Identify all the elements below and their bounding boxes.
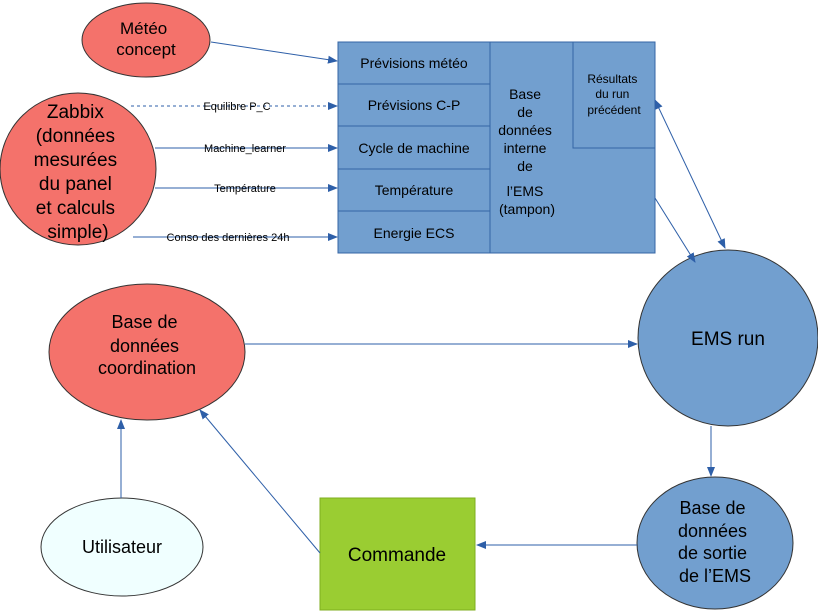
row-previsions-cp: Prévisions C-P bbox=[368, 97, 461, 113]
row-previsions-meteo: Prévisions météo bbox=[360, 55, 468, 71]
svg-text:Base de données de: Base de données de sortie de l’EMS bbox=[678, 498, 752, 586]
results-previous-run: Résultats du run précédent bbox=[587, 72, 641, 117]
svg-text:Météo concept: Météo concept bbox=[116, 19, 176, 59]
node-zabbix: Zabbix (données mesurées du panel et cal… bbox=[0, 92, 157, 246]
edges bbox=[117, 41, 726, 554]
svg-text:Base de données co: Base de données coordination bbox=[98, 312, 196, 378]
row-temperature: Température bbox=[375, 182, 454, 198]
row-cycle-machine: Cycle de machine bbox=[358, 140, 469, 156]
ems-db-label: Base de données interne de l’EMS (tampon… bbox=[498, 86, 556, 217]
node-sortie-db: Base de données de sortie de l’EMS bbox=[636, 476, 794, 610]
node-utilisateur: Utilisateur bbox=[40, 497, 204, 597]
node-commande: Commande bbox=[319, 497, 476, 611]
label-temperature: Température bbox=[214, 183, 276, 195]
node-ems-run: EMS run bbox=[637, 249, 818, 427]
svg-text:Commande: Commande bbox=[348, 545, 446, 566]
label-machine: Machine_learner bbox=[204, 143, 286, 155]
edge-commande-to-coordination bbox=[199, 409, 321, 554]
node-meteo-concept: Météo concept bbox=[81, 2, 211, 78]
ems-internal-db: Prévisions météo Prévisions C-P Cycle de… bbox=[337, 41, 656, 254]
node-coordination-db: Base de données coordination bbox=[48, 283, 246, 421]
edge-results-ems-run bbox=[654, 99, 726, 249]
row-energie-ecs: Energie ECS bbox=[374, 225, 455, 241]
svg-text:EMS run: EMS run bbox=[691, 329, 765, 350]
svg-text:Utilisateur: Utilisateur bbox=[82, 537, 162, 557]
label-conso: Conso des dernières 24h bbox=[167, 232, 290, 244]
edge-db-to-ems-run bbox=[654, 197, 696, 263]
svg-text:Zabbix (données me: Zabbix (données mesurées du panel et cal… bbox=[34, 102, 123, 243]
edge-meteo-to-previsions bbox=[210, 41, 338, 64]
label-equilibre: Equilibre P_C bbox=[203, 101, 270, 113]
